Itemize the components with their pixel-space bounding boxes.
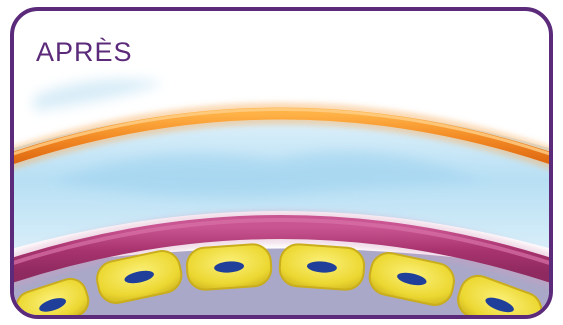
apres-panel: APRÈS bbox=[10, 7, 553, 319]
epithelial-cell-icon bbox=[279, 243, 366, 291]
epithelial-cell-icon bbox=[186, 243, 273, 291]
panel-title: APRÈS bbox=[36, 37, 133, 68]
